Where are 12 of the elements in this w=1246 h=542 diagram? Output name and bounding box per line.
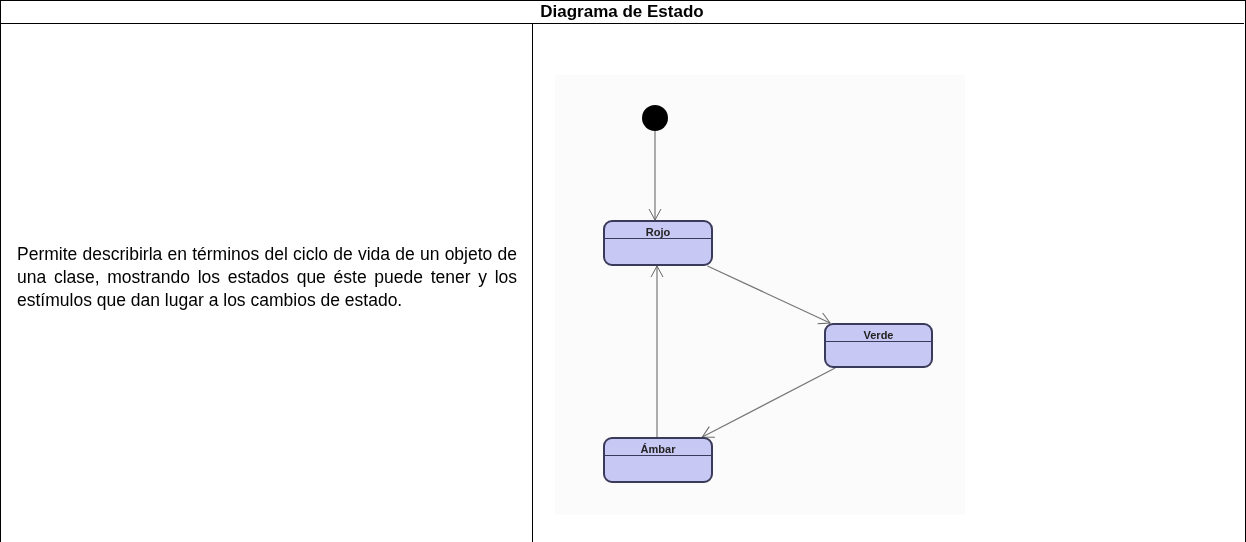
state-box <box>603 437 713 483</box>
state-name: Ámbar <box>640 443 676 455</box>
state-box <box>824 323 933 368</box>
table-title: Diagrama de Estado <box>0 0 1244 24</box>
transition-arrow <box>706 265 831 325</box>
transition-arrow <box>701 367 836 438</box>
state-name: Verde <box>863 329 894 341</box>
state-box <box>603 220 713 266</box>
transition-arrow <box>650 265 664 438</box>
state-name: Rojo <box>645 226 671 238</box>
transition-arrow <box>648 130 662 221</box>
description-paragraph: Permite describirla en términos del ciclo de vida de un objeto de una clase, mostrando los estados que éste puede tener y los estímulos que dan lugar a los cambios de estado. <box>17 243 517 312</box>
